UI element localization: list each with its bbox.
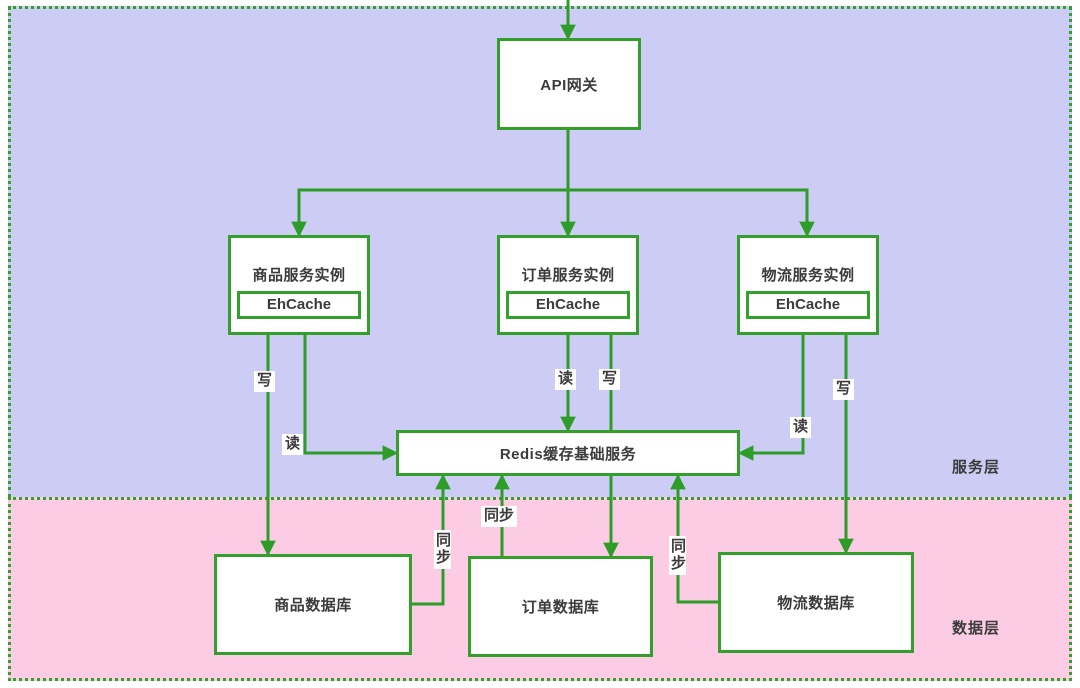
edge-label-sync-product: 同步 [434, 530, 451, 569]
node-logistics-database[interactable]: 物流数据库 [718, 552, 914, 653]
node-product-service-instance[interactable]: 商品服务实例 EhCache [228, 235, 370, 335]
edge-label-order-write: 写 [599, 369, 621, 390]
ehcache-badge-product: EhCache [237, 291, 361, 319]
edge-label-product-write: 写 [254, 371, 276, 392]
node-title: 物流数据库 [777, 595, 855, 612]
ehcache-badge-order: EhCache [506, 291, 630, 319]
node-title: 订单数据库 [521, 599, 600, 616]
edge-label-sync-order: 同步 [481, 506, 518, 527]
node-title: Redis缓存基础服务 [499, 445, 637, 463]
edge-label-order-read: 读 [555, 369, 577, 390]
node-logistics-service-instance[interactable]: 物流服务实例 EhCache [737, 235, 879, 335]
edge-label-logistics-read: 读 [790, 417, 812, 438]
edge-label-product-read: 读 [282, 434, 304, 455]
node-order-service-instance[interactable]: 订单服务实例 EhCache [497, 235, 639, 335]
ehcache-badge-logistics: EhCache [746, 291, 870, 319]
node-title: API网关 [540, 76, 598, 94]
node-title: 物流服务实例 [761, 267, 855, 284]
node-api-gateway[interactable]: API网关 [497, 38, 641, 130]
data-layer-label: 数据层 [952, 620, 1001, 637]
edge-label-sync-logistics: 同步 [669, 536, 686, 575]
node-title: 商品数据库 [274, 597, 352, 614]
node-redis-cache-service[interactable]: Redis缓存基础服务 [396, 430, 740, 476]
node-title: 商品服务实例 [252, 267, 346, 284]
edge-label-logistics-write: 写 [833, 379, 855, 400]
service-layer-label: 服务层 [952, 459, 1001, 476]
node-title: 订单服务实例 [521, 267, 615, 284]
node-order-database[interactable]: 订单数据库 [468, 556, 653, 657]
node-product-database[interactable]: 商品数据库 [214, 554, 412, 655]
